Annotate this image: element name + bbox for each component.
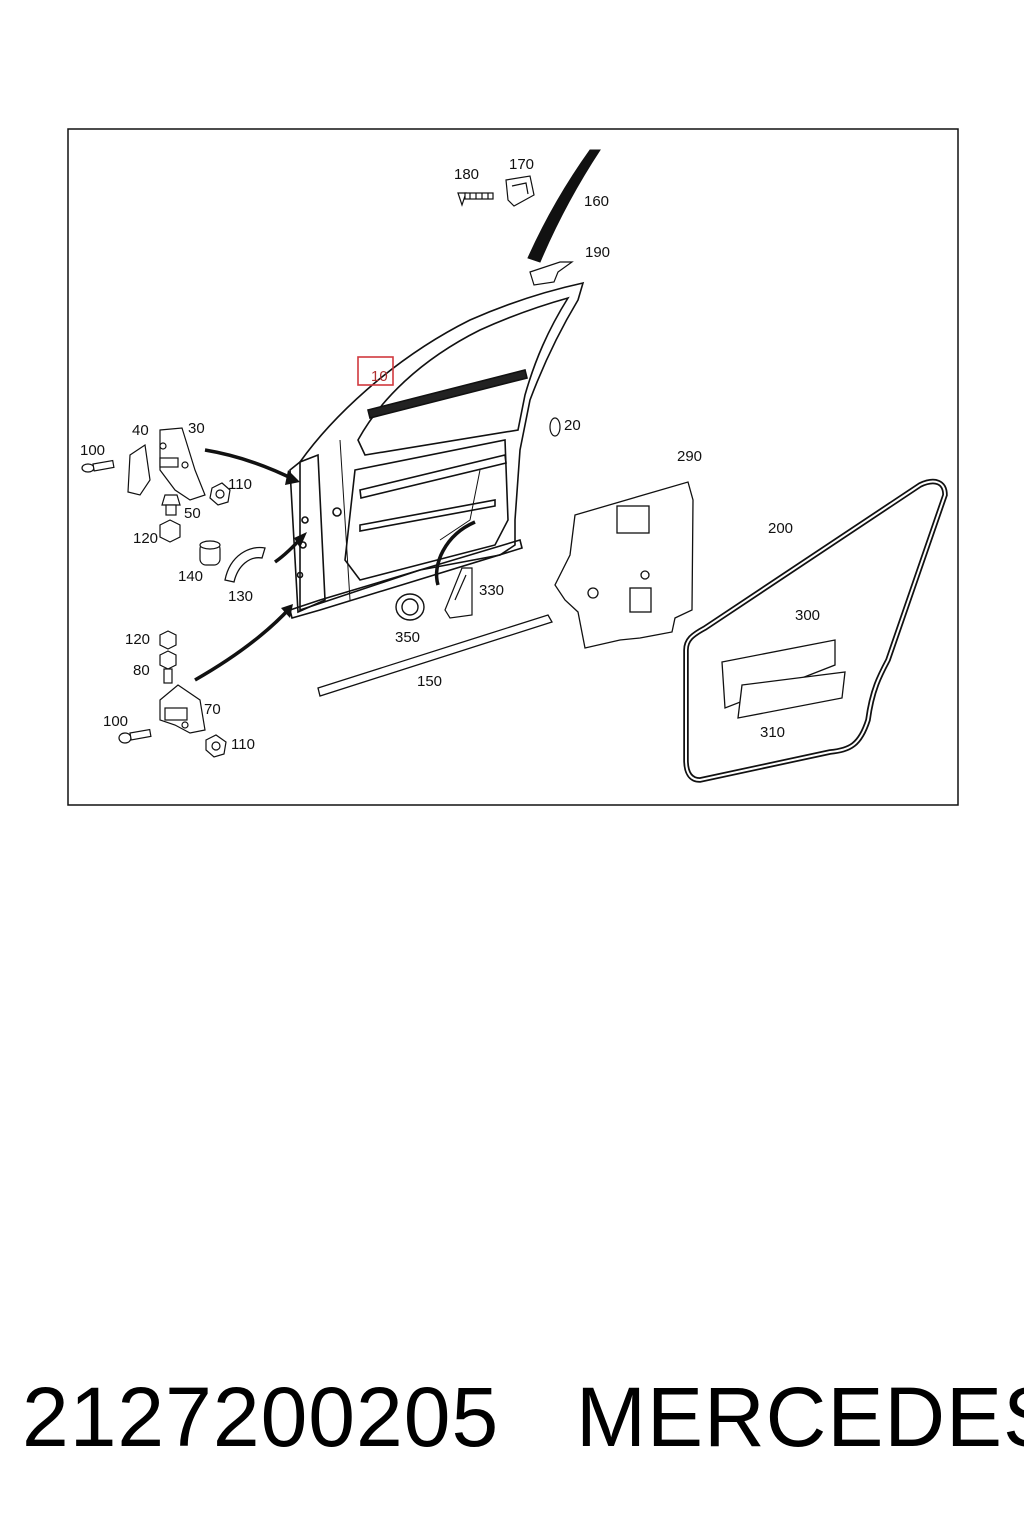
part-140-bump-stop <box>199 540 221 566</box>
part-50-bolt <box>161 494 181 516</box>
part-110-nut-lower <box>205 734 227 758</box>
part-290-vapor-barrier <box>554 481 694 649</box>
part-150-molding <box>317 614 553 697</box>
caption: 2127200205 MERCEDES <box>0 1362 1024 1472</box>
callout-30: 30 <box>188 420 205 437</box>
callout-140: 140 <box>178 568 203 585</box>
part-180-screw <box>457 192 494 207</box>
callout-110-upper: 110 <box>228 476 252 493</box>
diagram-frame <box>67 128 959 806</box>
part-number: 2127200205 <box>22 1370 500 1464</box>
callout-20: 20 <box>564 417 581 434</box>
callout-350: 350 <box>395 629 420 646</box>
part-130-check-strap <box>224 546 266 583</box>
lower-hinge <box>159 684 206 734</box>
part-170-clip <box>505 175 535 207</box>
part-20-plug <box>549 417 561 437</box>
part-190-bracket <box>529 261 574 286</box>
highlight-box-10 <box>357 356 394 386</box>
callout-40: 40 <box>132 422 149 439</box>
arrow-heads <box>281 470 307 618</box>
callout-80: 80 <box>133 662 150 679</box>
part-310-pad <box>737 671 846 719</box>
callout-110-lower: 110 <box>231 736 255 753</box>
callout-130: 130 <box>228 588 253 605</box>
door-shell <box>289 281 585 619</box>
callout-120-upper: 120 <box>133 530 158 547</box>
part-100-screw-upper <box>81 459 115 473</box>
brand-name: MERCEDES <box>576 1370 1024 1464</box>
callout-310: 310 <box>760 724 785 741</box>
part-330-bracket <box>444 567 473 619</box>
callout-labels: 10 20 30 40 50 70 80 100 100 110 110 120… <box>80 156 820 753</box>
callout-290: 290 <box>677 448 702 465</box>
callout-100-lower: 100 <box>103 713 128 730</box>
callout-190: 190 <box>585 244 610 261</box>
callout-200: 200 <box>768 520 793 537</box>
part-120-nut-upper <box>159 519 181 543</box>
part-100-screw-lower <box>118 728 152 744</box>
part-350-grommet <box>395 593 425 621</box>
part-110-nut-upper <box>209 482 231 506</box>
callout-170: 170 <box>509 156 534 173</box>
callout-100-upper: 100 <box>80 442 105 459</box>
callout-330: 330 <box>479 582 504 599</box>
callout-160: 160 <box>584 193 609 210</box>
callout-50: 50 <box>184 505 201 522</box>
callout-120-lower: 120 <box>125 631 150 648</box>
callout-180: 180 <box>454 166 479 183</box>
callout-150: 150 <box>417 673 442 690</box>
callout-70: 70 <box>204 701 221 718</box>
callout-10: 10 <box>371 368 388 385</box>
part-160-window-trim <box>527 149 601 263</box>
part-80-bolt <box>159 650 177 684</box>
part-200-door-seal <box>683 478 948 783</box>
part-120-nut-lower <box>159 630 177 650</box>
upper-hinge <box>127 427 206 501</box>
callout-300: 300 <box>795 607 820 624</box>
